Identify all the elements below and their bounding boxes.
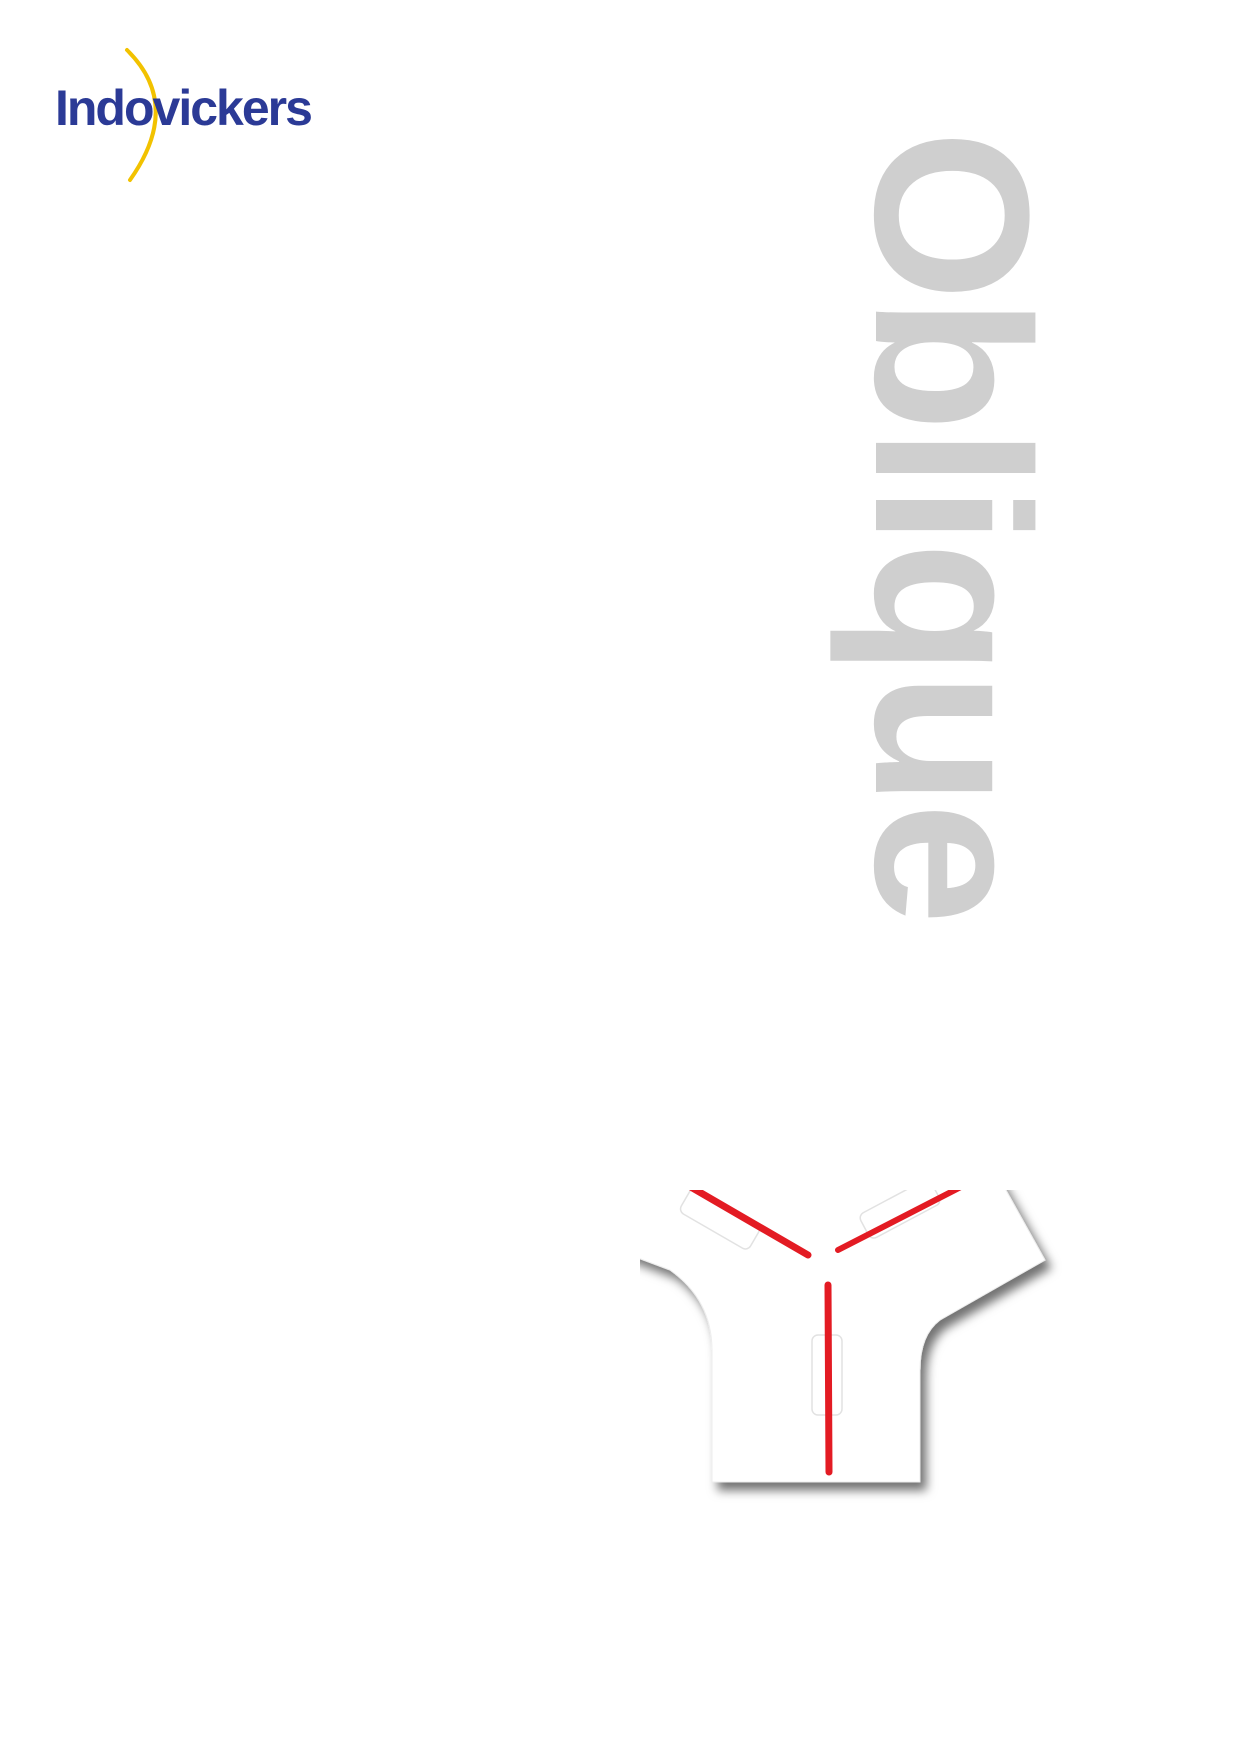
clip-outline-right [859,1190,941,1239]
brand-logo: Indovickers [55,45,375,185]
stripe-right [835,1190,962,1253]
page-title: Oblique [829,130,1075,921]
product-image [640,1190,1180,1690]
brand-logo-graphic: Indovickers [55,48,313,182]
oblique-y-junction-product-icon [640,1190,1046,1483]
stripe-bottom [824,1281,833,1476]
junction-body [640,1190,1046,1483]
stripe-left [688,1190,812,1259]
brand-name: Indovickers [55,80,311,136]
brand-arc-icon [125,48,158,182]
